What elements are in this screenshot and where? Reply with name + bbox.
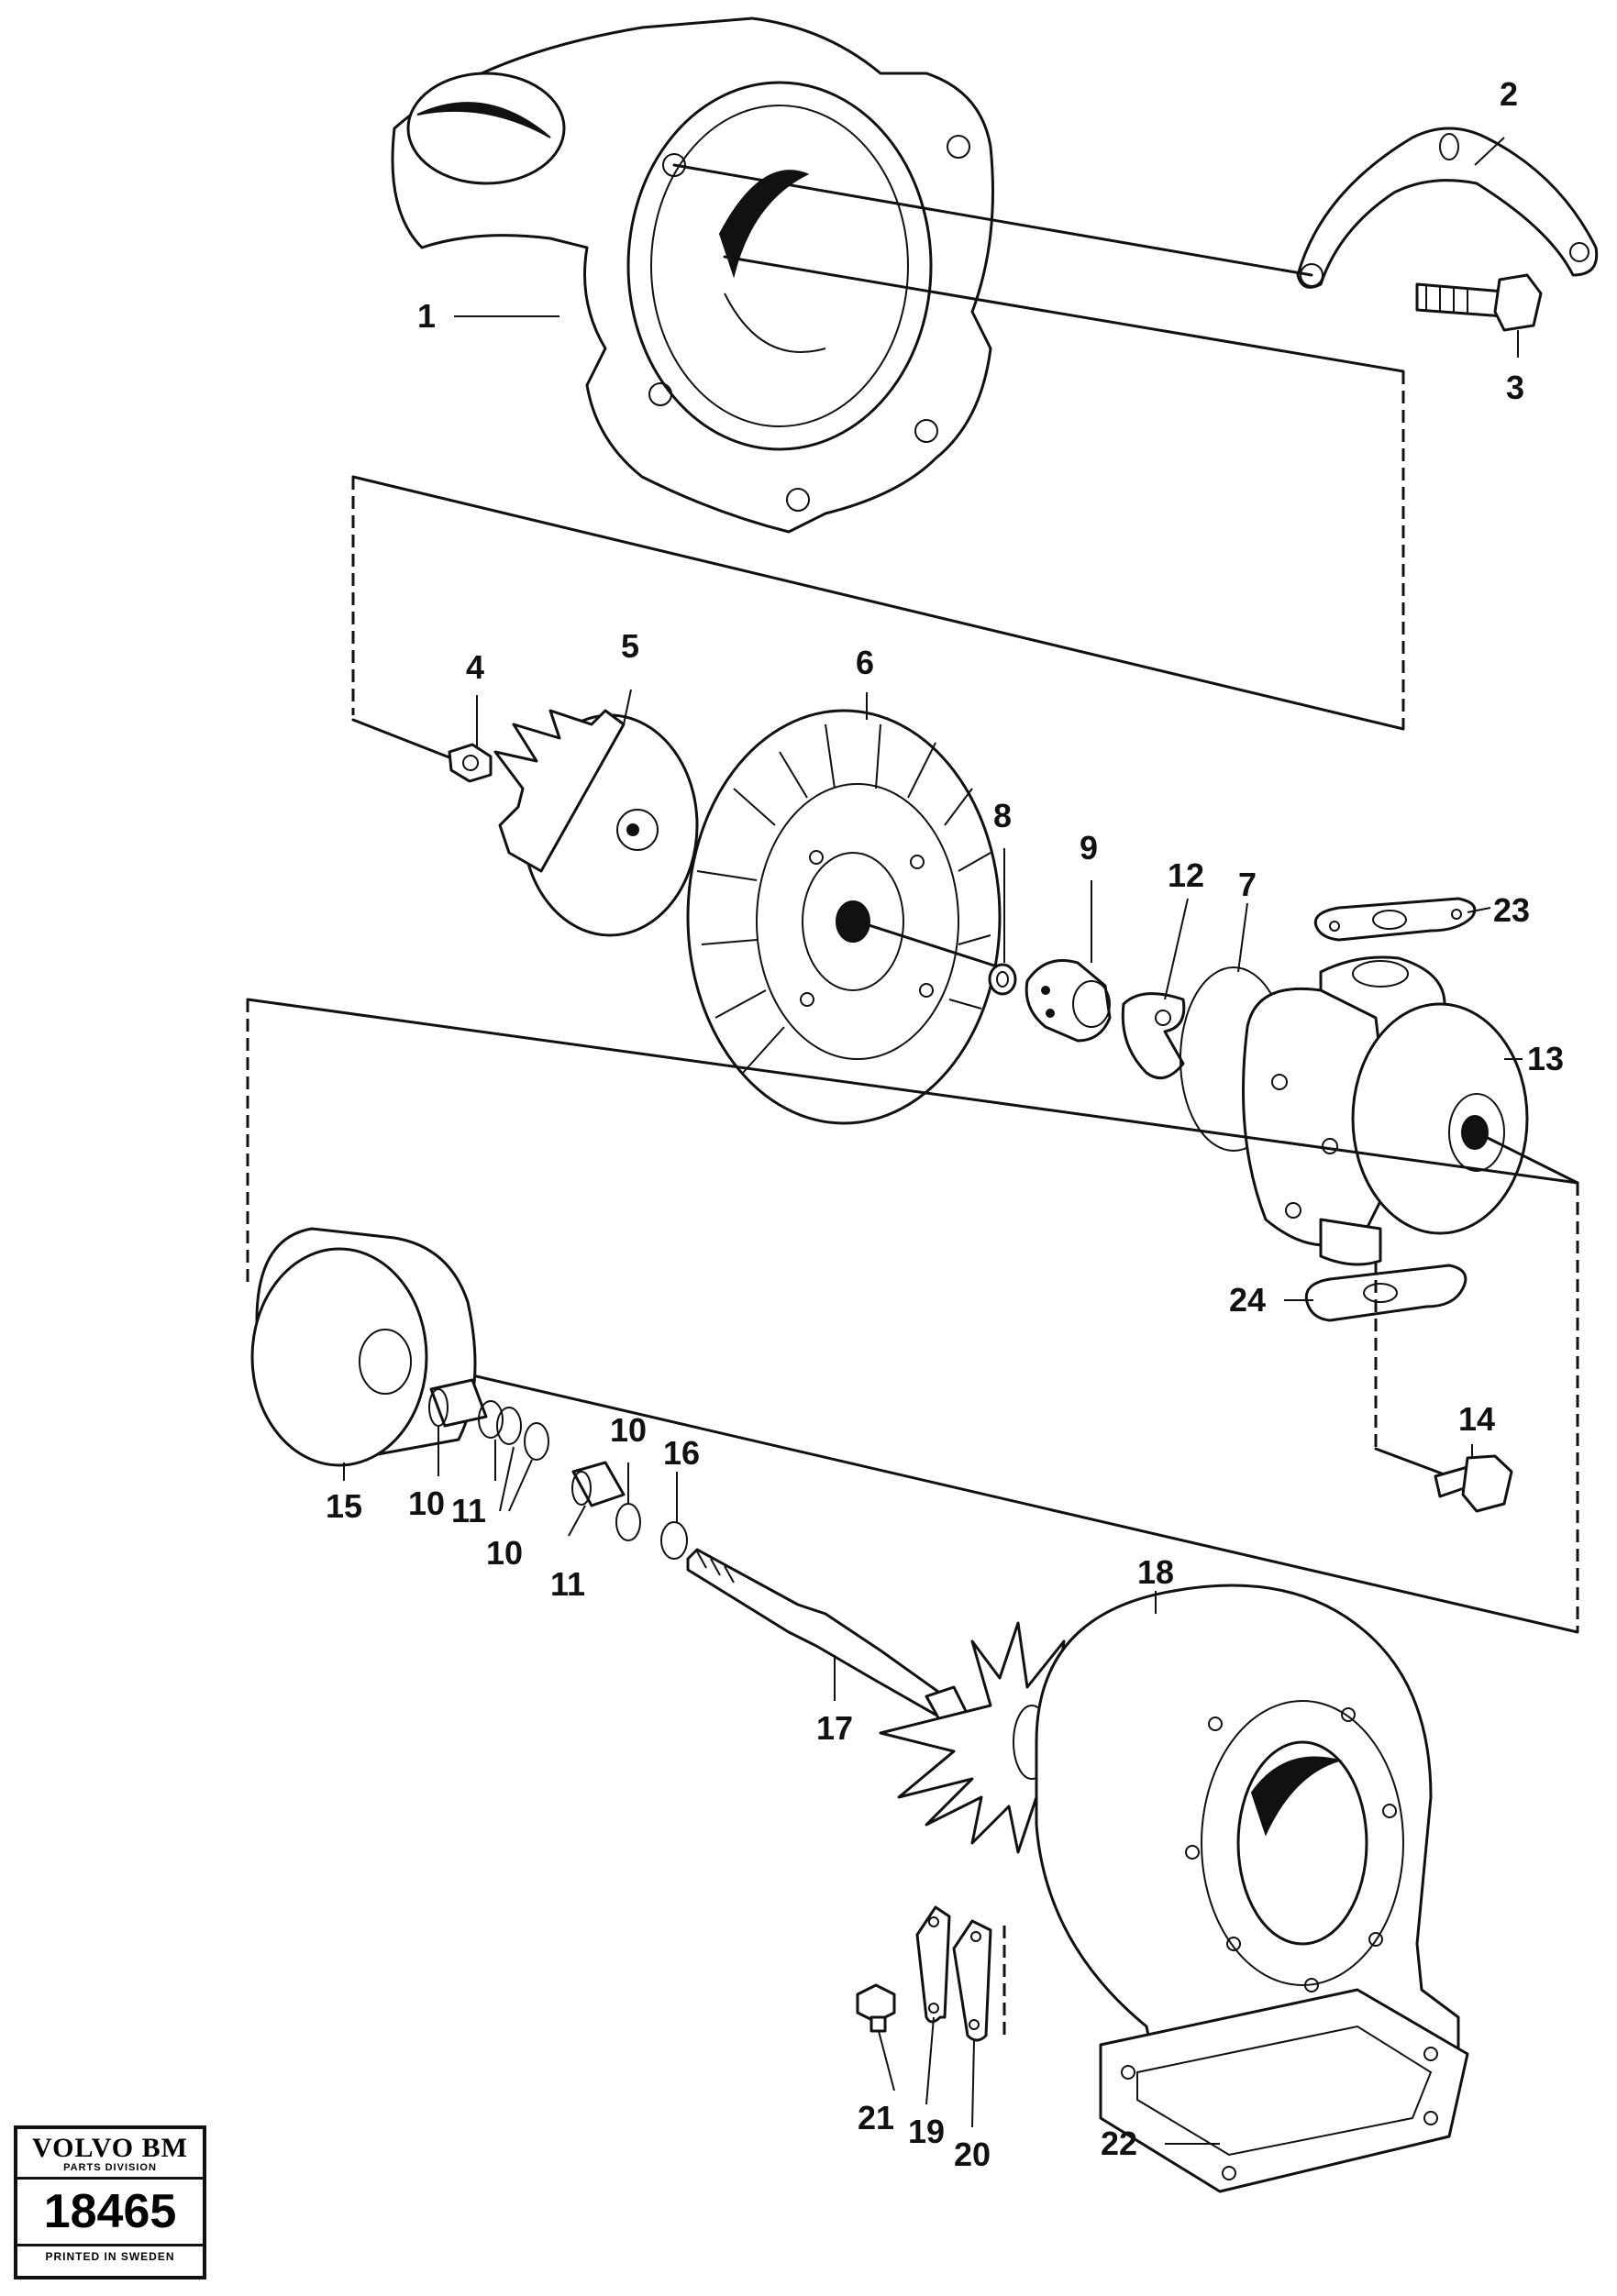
stamp-printed: PRINTED IN SWEDEN [17,2244,203,2263]
label-part-9: 9 [1080,829,1098,867]
volvo-bm-stamp: VOLVO BM PARTS DIVISION 18465 PRINTED IN… [14,2125,206,2279]
axis-line [856,920,1002,969]
label-part-24: 24 [1229,1281,1266,1319]
label-part-17: 17 [816,1709,853,1747]
assembly-lines-lower [246,998,1579,1634]
stamp-code: 18465 [43,2185,177,2238]
nut [448,743,493,783]
label-leader-lines [343,137,1523,2145]
label-part-22: 22 [1101,2125,1137,2162]
label-part-12: 12 [1168,856,1204,894]
compressor-wheel [493,709,699,937]
seal-ring [988,963,1017,996]
label-part-10a: 10 [408,1485,445,1522]
label-part-8: 8 [993,797,1012,834]
label-part-7: 7 [1238,866,1257,903]
label-part-19: 19 [908,2113,945,2150]
label-part-21: 21 [858,2099,894,2136]
bearing-sleeve [428,1378,488,1428]
stamp-division: PARTS DIVISION [17,2162,203,2180]
label-part-11b: 11 [550,1565,585,1603]
compressor-housing [391,17,994,534]
bolt [1415,273,1543,332]
label-part-23: 23 [1493,891,1530,929]
label-part-1: 1 [417,297,436,335]
label-part-2: 2 [1500,75,1518,113]
label-part-14: 14 [1458,1400,1495,1438]
back-plate [686,709,1002,1125]
snap-rings [478,1400,688,1560]
label-part-4: 4 [466,648,484,686]
label-part-6: 6 [856,644,874,681]
oil-outlet-gasket [1304,1264,1467,1322]
turbine-housing [1035,1584,1460,2102]
heat-shield [250,1227,477,1467]
part-numbers: 1 2 3 4 5 6 7 8 9 10 11 10 11 10 12 13 1… [326,75,1564,2173]
thrust-bearing [1121,992,1186,1080]
label-part-11a: 11 [451,1492,486,1529]
label-part-10c: 10 [610,1411,647,1449]
label-part-18: 18 [1137,1553,1174,1591]
journal-bearing [571,1461,626,1507]
label-part-16: 16 [663,1434,700,1472]
exhaust-flange-gasket [1099,1988,1469,2193]
lock-plate-20 [952,1919,992,2042]
label-part-13: 13 [1527,1040,1564,1077]
housing-bolt [1434,1454,1513,1513]
label-part-10b: 10 [486,1534,523,1572]
label-part-15: 15 [326,1487,362,1525]
thrust-collar [1024,959,1112,1043]
label-part-5: 5 [621,627,639,665]
label-part-20: 20 [954,2136,991,2173]
stamp-brand: VOLVO BM [32,2133,188,2163]
label-part-3: 3 [1506,369,1524,406]
lock-plate-19 [915,1905,951,2024]
plate-bolt [856,1983,896,2033]
bearing-housing [1242,955,1529,1266]
clamp-plate [1296,127,1599,289]
oil-inlet-gasket [1313,897,1477,942]
